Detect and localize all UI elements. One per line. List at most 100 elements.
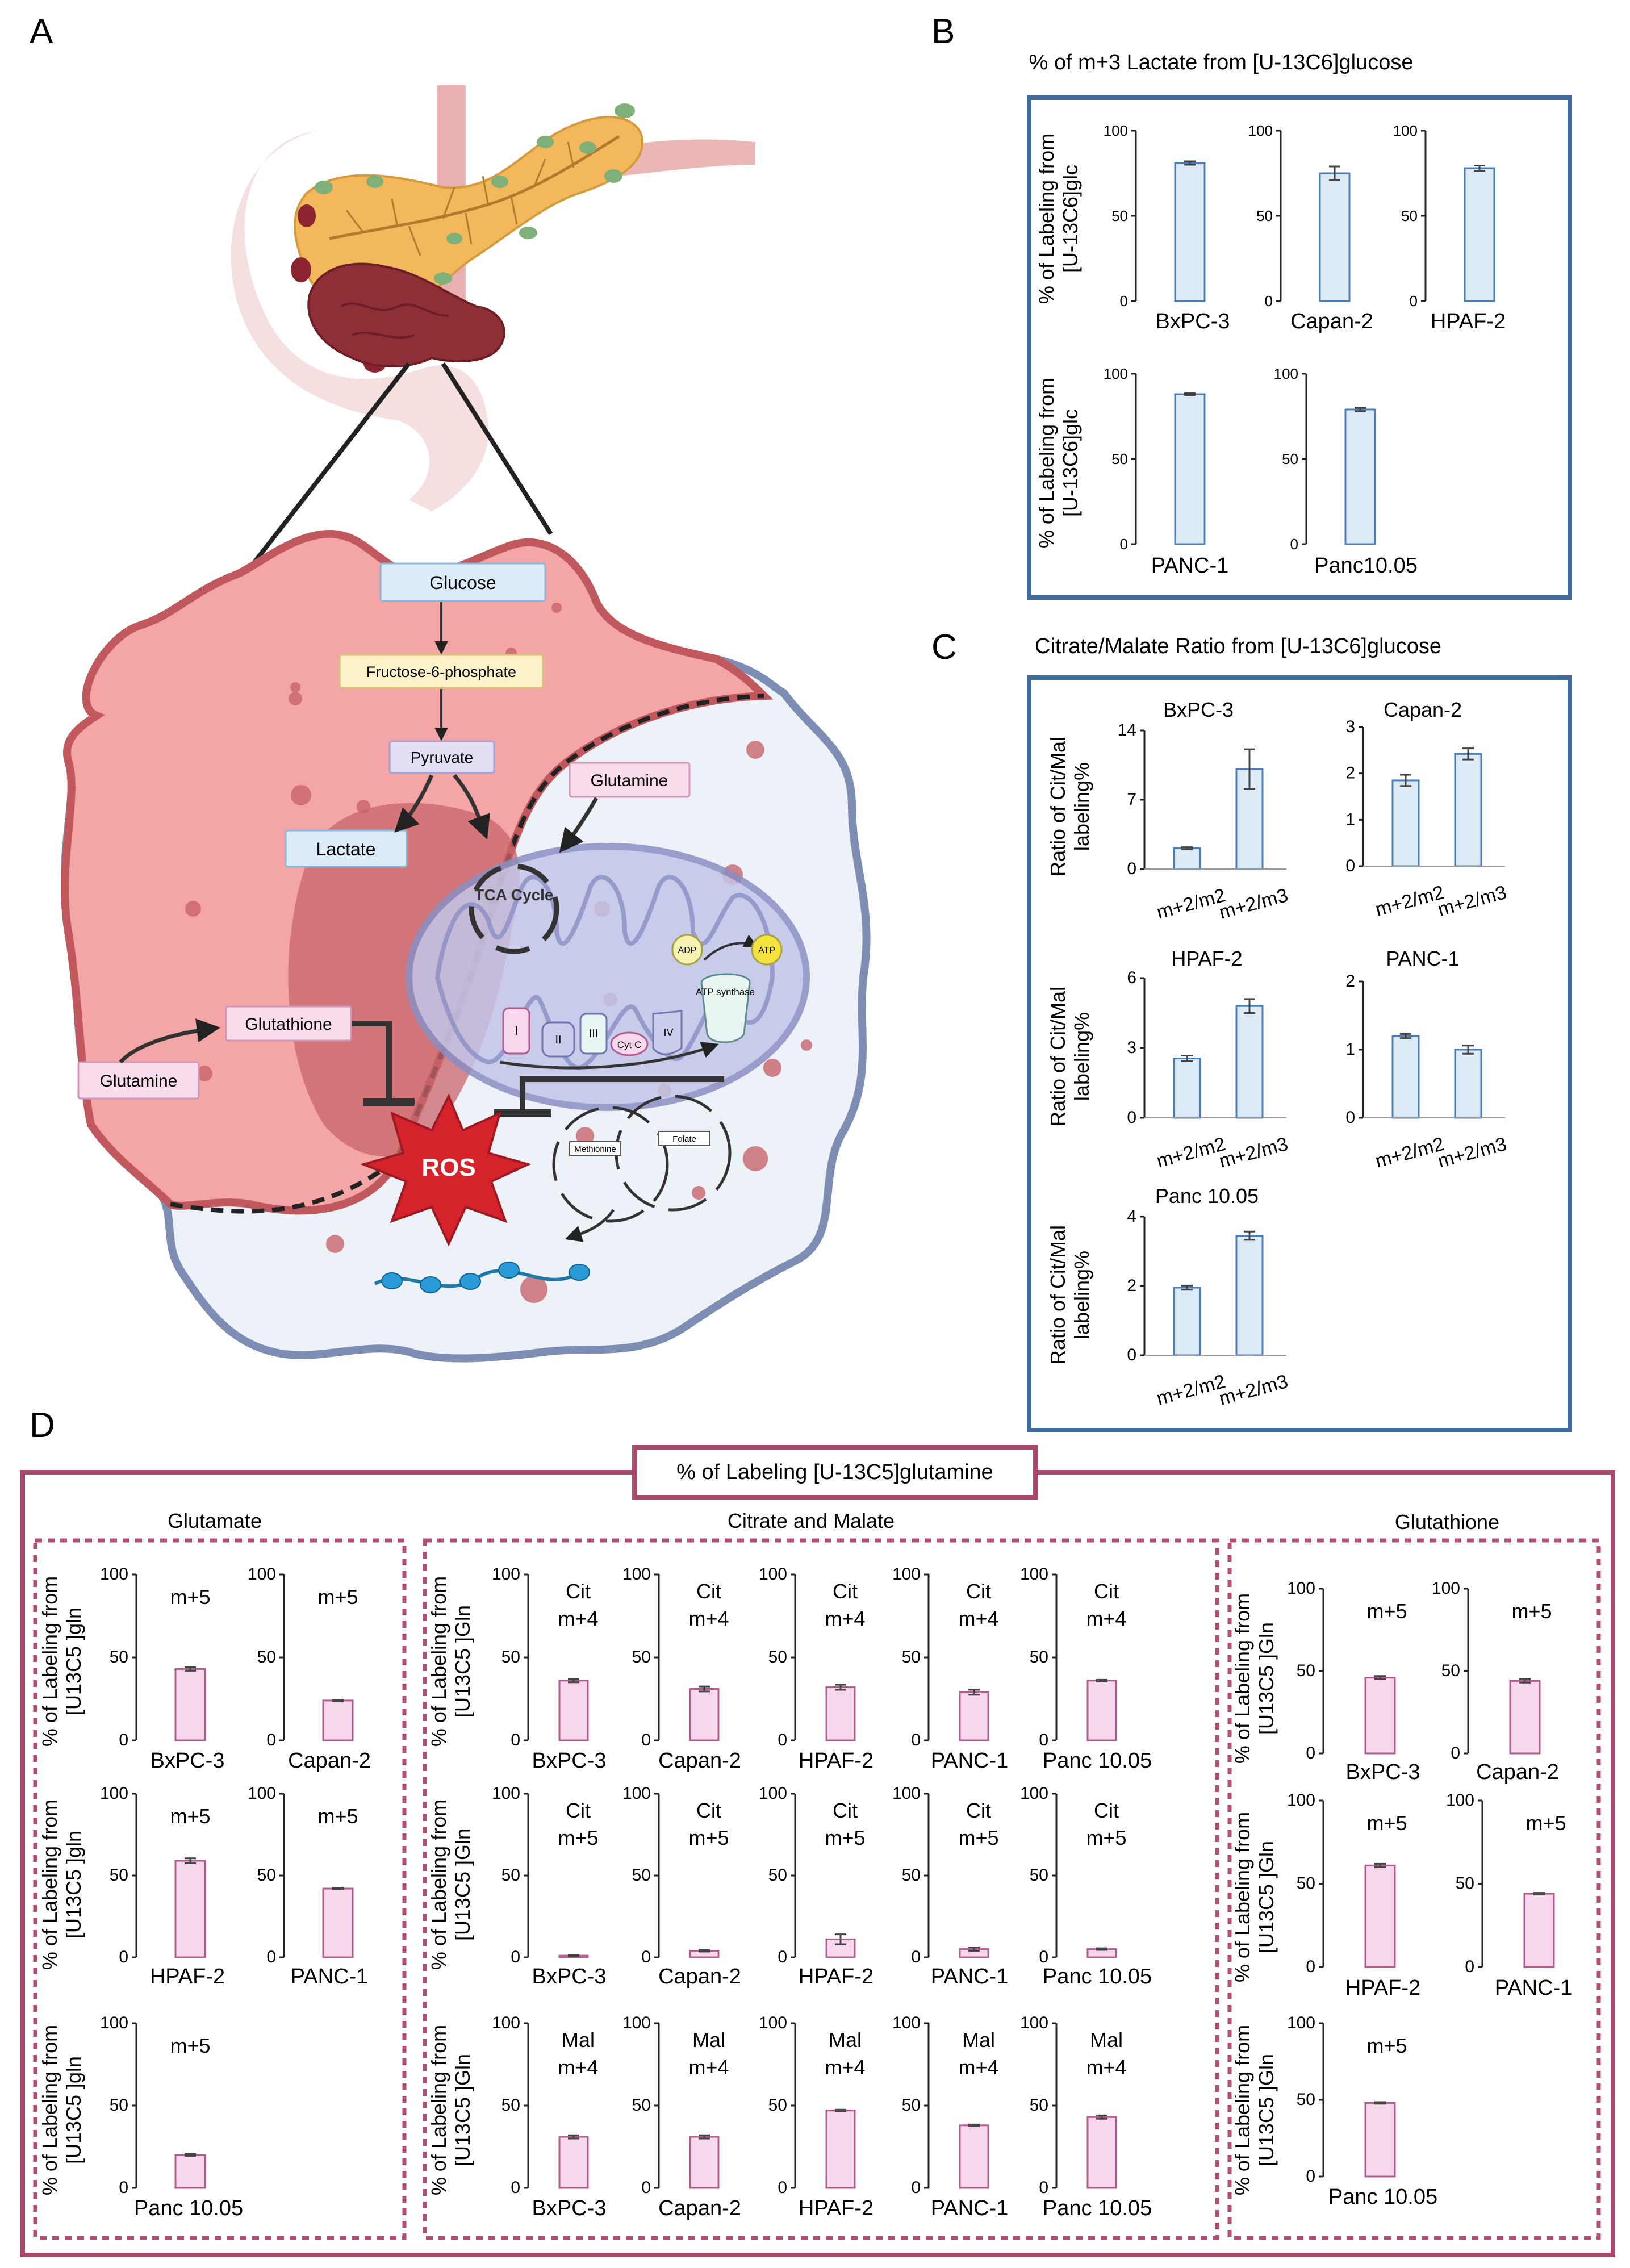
box-glutamine-left: Glutamine xyxy=(77,1061,200,1100)
isotopologue-label: m+5 xyxy=(170,1585,210,1609)
bar xyxy=(1391,1035,1420,1119)
y-tick-label: 50 xyxy=(257,1648,276,1666)
bar xyxy=(1364,1677,1396,1755)
bar xyxy=(1235,1005,1264,1119)
svg-text:[U13C5 ]Gln: [U13C5 ]Gln xyxy=(451,2054,474,2166)
bar xyxy=(689,2136,720,2189)
y-tick-label: 0 xyxy=(1039,1948,1048,1966)
y-tick-label: 50 xyxy=(1297,1661,1315,1680)
svg-text:ADP: ADP xyxy=(678,946,697,955)
svg-text:Glutamine: Glutamine xyxy=(591,771,668,790)
y-tick-label: 0 xyxy=(1306,1957,1315,1976)
y-tick-label: 100 xyxy=(1393,122,1418,139)
svg-text:[U13C5 ]Gln: [U13C5 ]Gln xyxy=(451,1828,474,1941)
category-label: PANC-1 xyxy=(1151,554,1229,578)
isotopologue-label: m+4 xyxy=(558,2056,598,2079)
category-label: HPAF-2 xyxy=(150,1965,225,1989)
isotopologue-label: m+4 xyxy=(958,2056,998,2079)
vessel-right xyxy=(613,139,755,176)
y-tick-label: 0 xyxy=(511,2178,520,2197)
y-tick-label: 50 xyxy=(501,1648,520,1666)
svg-text:[U13C5 ]Gln: [U13C5 ]Gln xyxy=(1255,1841,1278,1953)
y-tick-label: 0 xyxy=(1345,857,1355,875)
y-tick-label: 0 xyxy=(641,1731,651,1749)
pathway-arrows xyxy=(119,602,758,1117)
y-tick-label: 0 xyxy=(641,2178,651,2197)
y-tick-label: 50 xyxy=(632,2096,651,2115)
category-label: BxPC-3 xyxy=(532,2196,607,2220)
tca-label: TCA Cycle xyxy=(474,886,553,904)
bar xyxy=(1235,1235,1264,1356)
panel-c-ylabel-1: Ratio of Cit/Mal labeling% xyxy=(1046,737,1093,876)
panel-b-charts: 050100BxPC-3050100Capan-2050100HPAF-2050… xyxy=(1104,122,1506,578)
svg-text:Fructose-6-phosphate: Fructose-6-phosphate xyxy=(366,663,516,680)
bar xyxy=(1173,847,1201,870)
svg-text:% of Labeling from: % of Labeling from xyxy=(427,2025,450,2195)
y-tick-label: 50 xyxy=(1297,1874,1315,1893)
bar xyxy=(174,2154,206,2189)
svg-text:% of Labeling from: % of Labeling from xyxy=(1231,1812,1254,1982)
cristae xyxy=(434,875,775,1071)
svg-text:Ratio of Cit/Mal: Ratio of Cit/Mal xyxy=(1046,737,1069,876)
y-tick-label: 0 xyxy=(1451,1744,1460,1762)
y-tick-label: 0 xyxy=(119,1948,128,1966)
y-tick-label: 0 xyxy=(1039,1731,1048,1749)
metabolite-label: Mal xyxy=(1090,2028,1123,2052)
folate-box xyxy=(658,1131,710,1146)
stomach-shape xyxy=(231,131,488,511)
bar xyxy=(1509,1680,1541,1755)
svg-text:labeling%: labeling% xyxy=(1070,1251,1093,1339)
y-tick-label: 50 xyxy=(1030,2096,1048,2115)
bar xyxy=(1173,1287,1201,1356)
bar xyxy=(825,1686,856,1741)
panel-c-charts: BxPC-30714m+2/m2m+2/m3Capan-20123m+2/m2m… xyxy=(1118,698,1509,1410)
y-tick-label: 50 xyxy=(110,1866,128,1885)
y-tick-label: 50 xyxy=(1282,450,1298,467)
methionine-label: Methionine xyxy=(574,1145,616,1154)
category-label: BxPC-3 xyxy=(1346,1760,1420,1784)
category-label: PANC-1 xyxy=(931,1965,1009,1989)
y-tick-label: 100 xyxy=(892,1565,921,1584)
category-label: BxPC-3 xyxy=(532,1965,607,1989)
y-tick-label: 100 xyxy=(1287,2014,1315,2032)
y-tick-label: 100 xyxy=(892,2014,921,2032)
zoom-line-left xyxy=(248,362,411,570)
isotopologue-label: m+5 xyxy=(170,1805,210,1828)
bar xyxy=(1391,779,1420,867)
category-label: BxPC-3 xyxy=(532,1749,607,1773)
panel-b-title: % of m+3 Lactate from [U-13C6]glucose xyxy=(1029,51,1414,74)
isotopologue-label: m+5 xyxy=(1511,1599,1552,1623)
y-tick-label: 50 xyxy=(902,2096,921,2115)
y-tick-label: 100 xyxy=(622,1784,651,1803)
category-label: BxPC-3 xyxy=(1156,310,1230,333)
bar xyxy=(174,1668,206,1741)
panel-d: D % of Labeling [U-13C5]glutamine Glutam… xyxy=(20,1406,1615,2257)
y-tick-label: 100 xyxy=(622,2014,651,2032)
metabolite-label: Cit xyxy=(566,1799,591,1822)
category-label: m+2/m3 xyxy=(1217,1371,1290,1410)
chart-title: HPAF-2 xyxy=(1171,947,1242,970)
chart-title: BxPC-3 xyxy=(1163,698,1234,721)
d-ylabel-glu-1: % of Labeling from [U13C5 ]gln xyxy=(38,1576,85,1747)
svg-text:Cyt C: Cyt C xyxy=(617,1039,642,1050)
isotopologue-label: m+5 xyxy=(1525,1811,1566,1835)
svg-text:Pyruvate: Pyruvate xyxy=(411,749,474,766)
svg-text:Lactate: Lactate xyxy=(316,839,376,859)
metabolite-label: Mal xyxy=(692,2028,725,2052)
group-frame-glutathione xyxy=(1227,1538,1601,2240)
y-tick-label: 50 xyxy=(768,2096,787,2115)
panel-d-charts: 050100m+5BxPC-3050100m+5Capan-2050100m+5… xyxy=(100,1565,1572,2220)
box-glutamine-top: Glutamine xyxy=(569,762,691,798)
category-label: HPAF-2 xyxy=(799,1749,873,1773)
